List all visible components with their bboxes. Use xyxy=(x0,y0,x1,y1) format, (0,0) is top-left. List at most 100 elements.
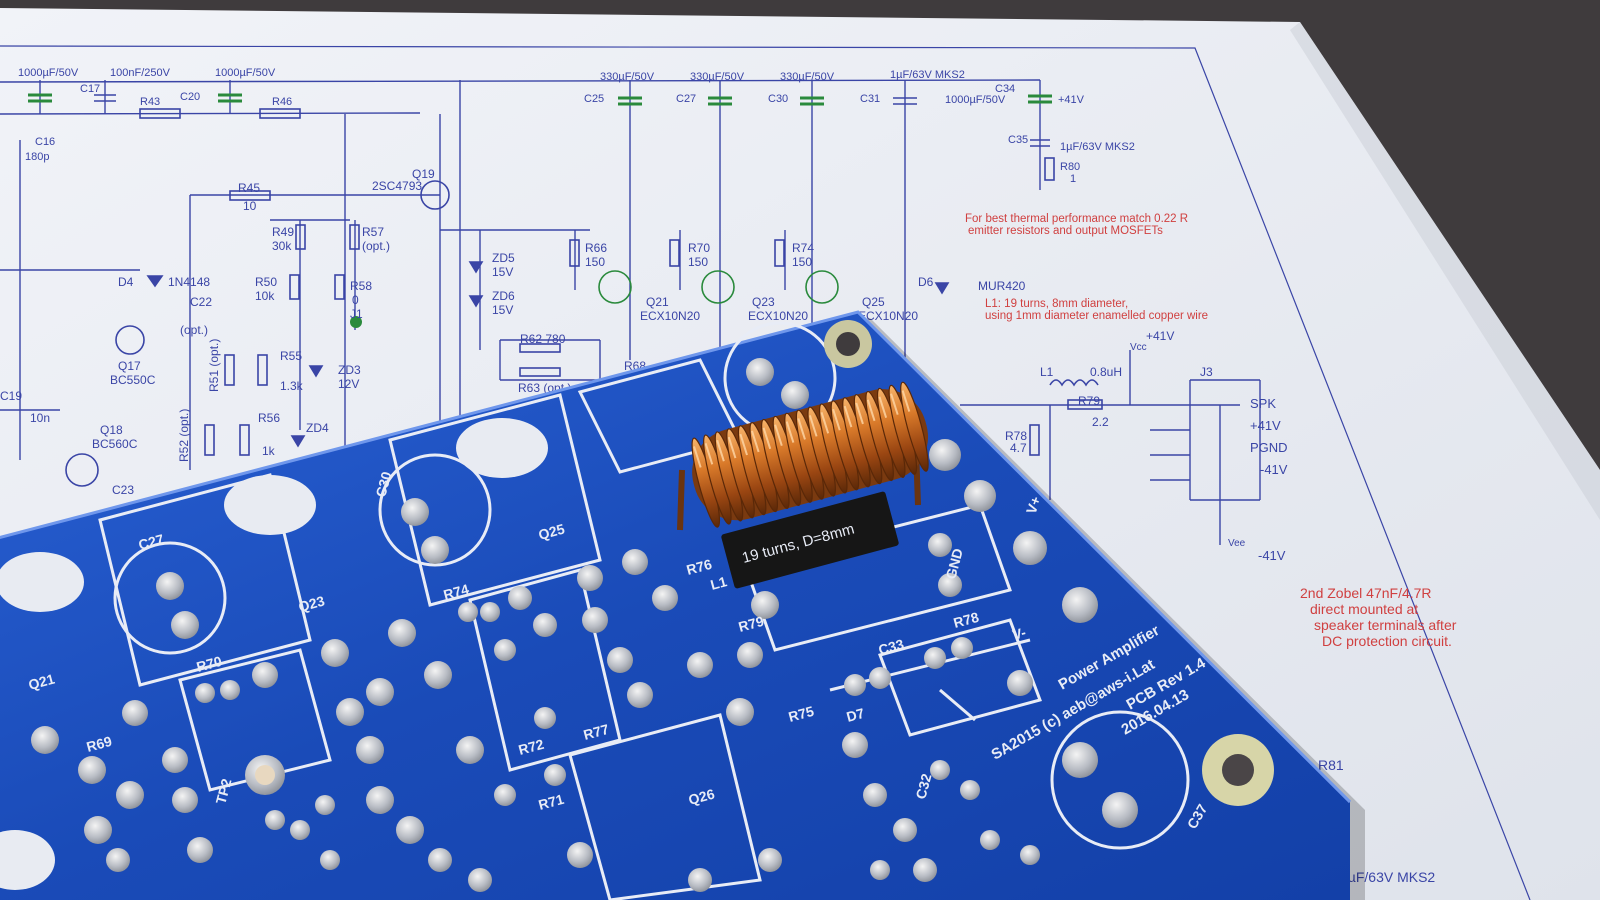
svg-text:Q26: Q26 xyxy=(687,786,717,808)
svg-text:R79: R79 xyxy=(1078,394,1100,408)
coil-highlight xyxy=(832,408,841,431)
svg-text:330µF/50V: 330µF/50V xyxy=(690,71,745,83)
svg-text:(opt.): (opt.) xyxy=(180,323,208,337)
svg-text:R62 780: R62 780 xyxy=(520,332,566,346)
mounting-holes xyxy=(0,320,1274,890)
svg-text:R55: R55 xyxy=(280,349,302,363)
svg-text:R74: R74 xyxy=(442,581,471,603)
svg-text:ECX10N20: ECX10N20 xyxy=(748,309,808,323)
svg-text:R70: R70 xyxy=(688,241,710,255)
svg-text:V-: V- xyxy=(1011,624,1028,643)
svg-text:R77: R77 xyxy=(582,721,611,743)
svg-text:Vee: Vee xyxy=(1228,538,1246,549)
svg-text:1k: 1k xyxy=(262,444,276,458)
svg-text:C27: C27 xyxy=(676,93,696,105)
svg-text:C19: C19 xyxy=(0,389,22,403)
svg-text:R79: R79 xyxy=(737,613,766,635)
svg-text:1000µF/50V: 1000µF/50V xyxy=(18,67,79,79)
svg-text:+41V: +41V xyxy=(1058,94,1085,106)
svg-text:R80: R80 xyxy=(1060,161,1080,173)
coil-highlight xyxy=(739,433,748,456)
svg-text:R78: R78 xyxy=(952,609,981,631)
svg-text:330µF/50V: 330µF/50V xyxy=(780,71,835,83)
coil-highlight xyxy=(808,415,818,437)
svg-text:SPK: SPK xyxy=(1250,396,1276,411)
svg-text:C16: C16 xyxy=(35,136,55,148)
coil-label-plate xyxy=(721,491,899,589)
svg-text:R71: R71 xyxy=(537,791,566,813)
svg-text:C22: C22 xyxy=(190,295,212,309)
coil-highlight xyxy=(751,430,760,453)
coil-highlight xyxy=(890,393,899,415)
svg-text:15V: 15V xyxy=(492,265,513,279)
coil-highlight xyxy=(866,399,876,422)
svg-text:ZD4: ZD4 xyxy=(306,421,329,435)
svg-text:Q23: Q23 xyxy=(297,593,327,615)
svg-text:1N4148: 1N4148 xyxy=(168,275,210,289)
svg-text:150: 150 xyxy=(688,255,708,269)
svg-text:R57: R57 xyxy=(362,225,384,239)
svg-text:12V: 12V xyxy=(338,377,359,391)
svg-text:C30: C30 xyxy=(768,93,788,105)
svg-text:C17: C17 xyxy=(80,83,100,95)
svg-text:R70: R70 xyxy=(195,653,224,675)
coil-highlight xyxy=(797,418,806,440)
svg-text:330µF/50V: 330µF/50V xyxy=(600,71,655,83)
svg-text:R50: R50 xyxy=(255,275,277,289)
svg-text:0.8uH: 0.8uH xyxy=(1090,365,1122,379)
svg-text:+41V: +41V xyxy=(1250,418,1281,433)
svg-text:10: 10 xyxy=(243,199,257,213)
svg-text:Q25: Q25 xyxy=(862,295,885,309)
coil-highlight xyxy=(716,439,725,462)
svg-text:C25: C25 xyxy=(584,93,604,105)
coil-highlight xyxy=(878,396,888,419)
svg-text:+41V: +41V xyxy=(1146,329,1174,343)
svg-text:4.7: 4.7 xyxy=(1010,441,1027,455)
pcb-board: C27 C30 Q25 Q23 Q21 R74 R70 R69 R72 R71 … xyxy=(0,310,1352,900)
svg-text:For best thermal performance m: For best thermal performance match 0.22 … xyxy=(965,213,1188,225)
silkscreen-outlines xyxy=(98,321,1190,900)
svg-text:C30: C30 xyxy=(372,470,394,499)
svg-text:R46: R46 xyxy=(272,96,292,108)
svg-text:C33: C33 xyxy=(877,636,906,658)
svg-text:using 1mm diameter enamelled c: using 1mm diameter enamelled copper wire xyxy=(985,310,1208,322)
schematic-symbols xyxy=(28,93,1103,487)
svg-text:BC560C: BC560C xyxy=(92,437,138,451)
svg-text:100nF/250V: 100nF/250V xyxy=(110,67,171,79)
svg-text:Q17: Q17 xyxy=(118,359,141,373)
coil-highlight xyxy=(901,390,911,412)
svg-text:180p: 180p xyxy=(25,151,49,163)
svg-text:DC protection circuit.: DC protection circuit. xyxy=(1322,633,1452,649)
svg-text:Vcc: Vcc xyxy=(1130,342,1147,353)
svg-text:2SC4793: 2SC4793 xyxy=(372,179,422,193)
svg-text:TP2: TP2 xyxy=(212,777,234,806)
svg-text:1000µF/50V: 1000µF/50V xyxy=(215,67,276,79)
svg-text:1µF/63V MKS2: 1µF/63V MKS2 xyxy=(1340,869,1435,885)
svg-text:2nd Zobel 47nF/4.7R: 2nd Zobel 47nF/4.7R xyxy=(1300,585,1432,601)
svg-text:C27: C27 xyxy=(137,531,166,553)
svg-text:10k: 10k xyxy=(255,289,275,303)
svg-text:R74: R74 xyxy=(792,241,814,255)
svg-text:R58: R58 xyxy=(350,279,372,293)
svg-text:ECX10N20: ECX10N20 xyxy=(640,309,700,323)
svg-text:direct mounted at: direct mounted at xyxy=(1310,601,1418,617)
svg-text:1: 1 xyxy=(1070,173,1076,185)
svg-text:C32: C32 xyxy=(912,772,934,801)
svg-text:R49: R49 xyxy=(272,225,294,239)
j1-dot xyxy=(350,316,362,328)
svg-text:ZD3: ZD3 xyxy=(338,363,361,377)
svg-text:L1: L1 xyxy=(1040,365,1054,379)
svg-text:R52 (opt.): R52 (opt.) xyxy=(177,409,191,462)
svg-text:C35: C35 xyxy=(1008,134,1028,146)
svg-text:R69: R69 xyxy=(85,733,114,755)
svg-text:R56: R56 xyxy=(258,411,280,425)
svg-text:J1: J1 xyxy=(350,307,363,321)
svg-text:PGND: PGND xyxy=(1250,440,1288,455)
svg-text:Q21: Q21 xyxy=(27,671,57,693)
svg-text:R76: R76 xyxy=(685,556,714,578)
svg-text:15V: 15V xyxy=(492,303,513,317)
svg-text:Q23: Q23 xyxy=(752,295,775,309)
svg-text:L1: L1 xyxy=(709,573,729,593)
svg-text:D6: D6 xyxy=(918,275,934,289)
